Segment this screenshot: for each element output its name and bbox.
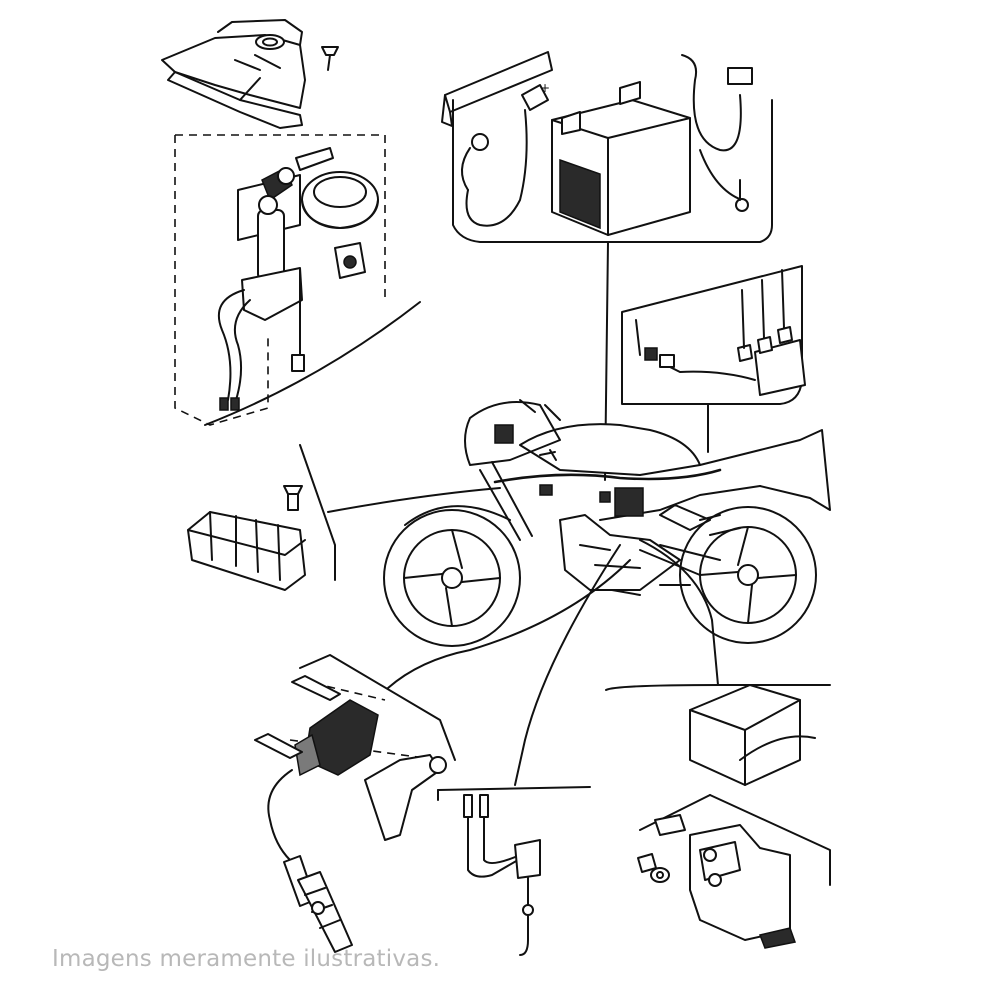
starter-relay-group — [605, 684, 831, 949]
rectifier-regulator-group — [187, 444, 501, 591]
brake-light-switch-group — [436, 789, 541, 956]
fuse-box — [635, 269, 806, 396]
fuse-box-group — [621, 265, 806, 453]
battery-group: + — [441, 51, 773, 481]
battery-cables — [461, 54, 753, 227]
battery-hold-down-strap — [441, 51, 553, 127]
brake-light-switch — [463, 794, 541, 956]
spark-plug-cap — [283, 855, 353, 953]
starter-relay — [637, 814, 796, 949]
ignition-switch-group — [174, 134, 421, 426]
leader-ignition-coil — [387, 559, 631, 689]
battery: + — [540, 81, 691, 236]
disclaimer-caption: Imagens meramente ilustrativas. — [52, 946, 441, 972]
battery-plus-label: + — [540, 81, 550, 95]
ignition-coil — [254, 675, 447, 861]
ignition-coil-group — [254, 654, 591, 953]
leader-brake-switch — [514, 544, 621, 786]
leader-starter-relay — [639, 539, 719, 686]
ignition-switch — [217, 147, 334, 411]
seat-cowl-bracket — [161, 19, 339, 129]
relay-cover — [689, 684, 816, 786]
fuel-cap — [301, 171, 379, 229]
motorcycle — [383, 399, 831, 647]
rectifier-regulator — [187, 485, 306, 591]
key-cylinder — [334, 242, 366, 279]
